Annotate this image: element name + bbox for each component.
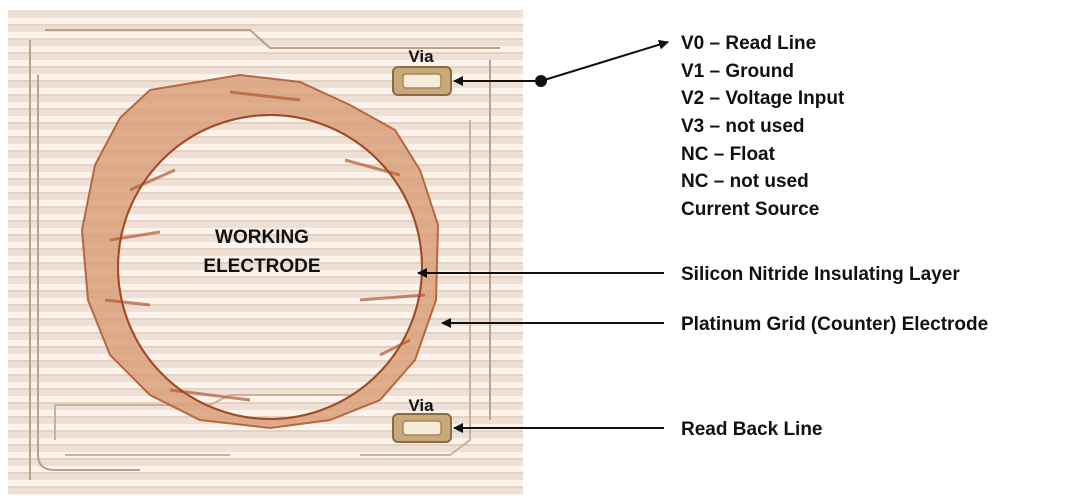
grid-trace	[8, 494, 523, 495]
via-bottom-label: Via	[408, 396, 434, 415]
via-line-3: V3 – not used	[681, 116, 805, 137]
grid-trace	[8, 368, 523, 374]
grid-trace	[8, 466, 523, 472]
grid-trace	[8, 144, 523, 150]
grid-trace	[8, 60, 523, 66]
grid-trace	[8, 410, 523, 416]
grid-trace	[8, 200, 523, 206]
read-back-label: Read Back Line	[681, 419, 823, 440]
nitride-ring-streaks	[104, 90, 426, 402]
grid-trace	[8, 242, 523, 248]
via-line-1: V1 – Ground	[681, 61, 794, 82]
insulating-layer-label: Silicon Nitride Insulating Layer	[681, 264, 960, 285]
grid-trace	[8, 396, 523, 402]
grid-trace	[8, 480, 523, 486]
via-top-label: Via	[408, 47, 434, 66]
via-line-2: V2 – Voltage Input	[681, 88, 845, 109]
grid-trace	[8, 438, 523, 444]
via-bottom	[392, 413, 452, 443]
grid-trace	[8, 172, 523, 178]
grid-trace	[8, 158, 523, 164]
grid-trace	[8, 382, 523, 388]
via-line-5: NC – not used	[681, 171, 809, 192]
grid-trace	[8, 116, 523, 122]
via-line-4: NC – Float	[681, 144, 776, 165]
grid-trace	[8, 270, 523, 276]
grid-trace	[8, 326, 523, 332]
grid-trace	[8, 228, 523, 234]
grid-trace	[8, 186, 523, 192]
grid-trace	[8, 452, 523, 458]
chip-frame-trace	[29, 29, 500, 480]
grid-trace	[8, 312, 523, 318]
via-line-0: V0 – Read Line	[681, 33, 816, 54]
chip-inner-trace	[54, 120, 471, 456]
working-electrode-label-line1: WORKING	[215, 227, 309, 248]
via-list-arrow	[540, 39, 669, 82]
working-electrode-label-line2: ELECTRODE	[203, 256, 320, 277]
via-connection-list: V0 – Read Line V1 – Ground V2 – Voltage …	[681, 33, 845, 220]
grid-trace	[8, 46, 523, 52]
grid-trace	[8, 130, 523, 136]
chip-micrograph: WORKING ELECTRODE Via Via	[8, 10, 523, 495]
grid-trace	[8, 284, 523, 290]
via-line-6: Current Source	[681, 199, 819, 220]
working-electrode-edge	[117, 114, 423, 420]
grid-trace	[8, 214, 523, 220]
counter-electrode-label: Platinum Grid (Counter) Electrode	[681, 314, 988, 335]
grid-trace	[8, 256, 523, 262]
grid-trace	[8, 354, 523, 360]
via-top	[392, 66, 452, 96]
grid-trace	[8, 18, 523, 24]
grid-trace	[8, 340, 523, 346]
grid-trace	[8, 298, 523, 304]
grid-trace	[8, 32, 523, 38]
